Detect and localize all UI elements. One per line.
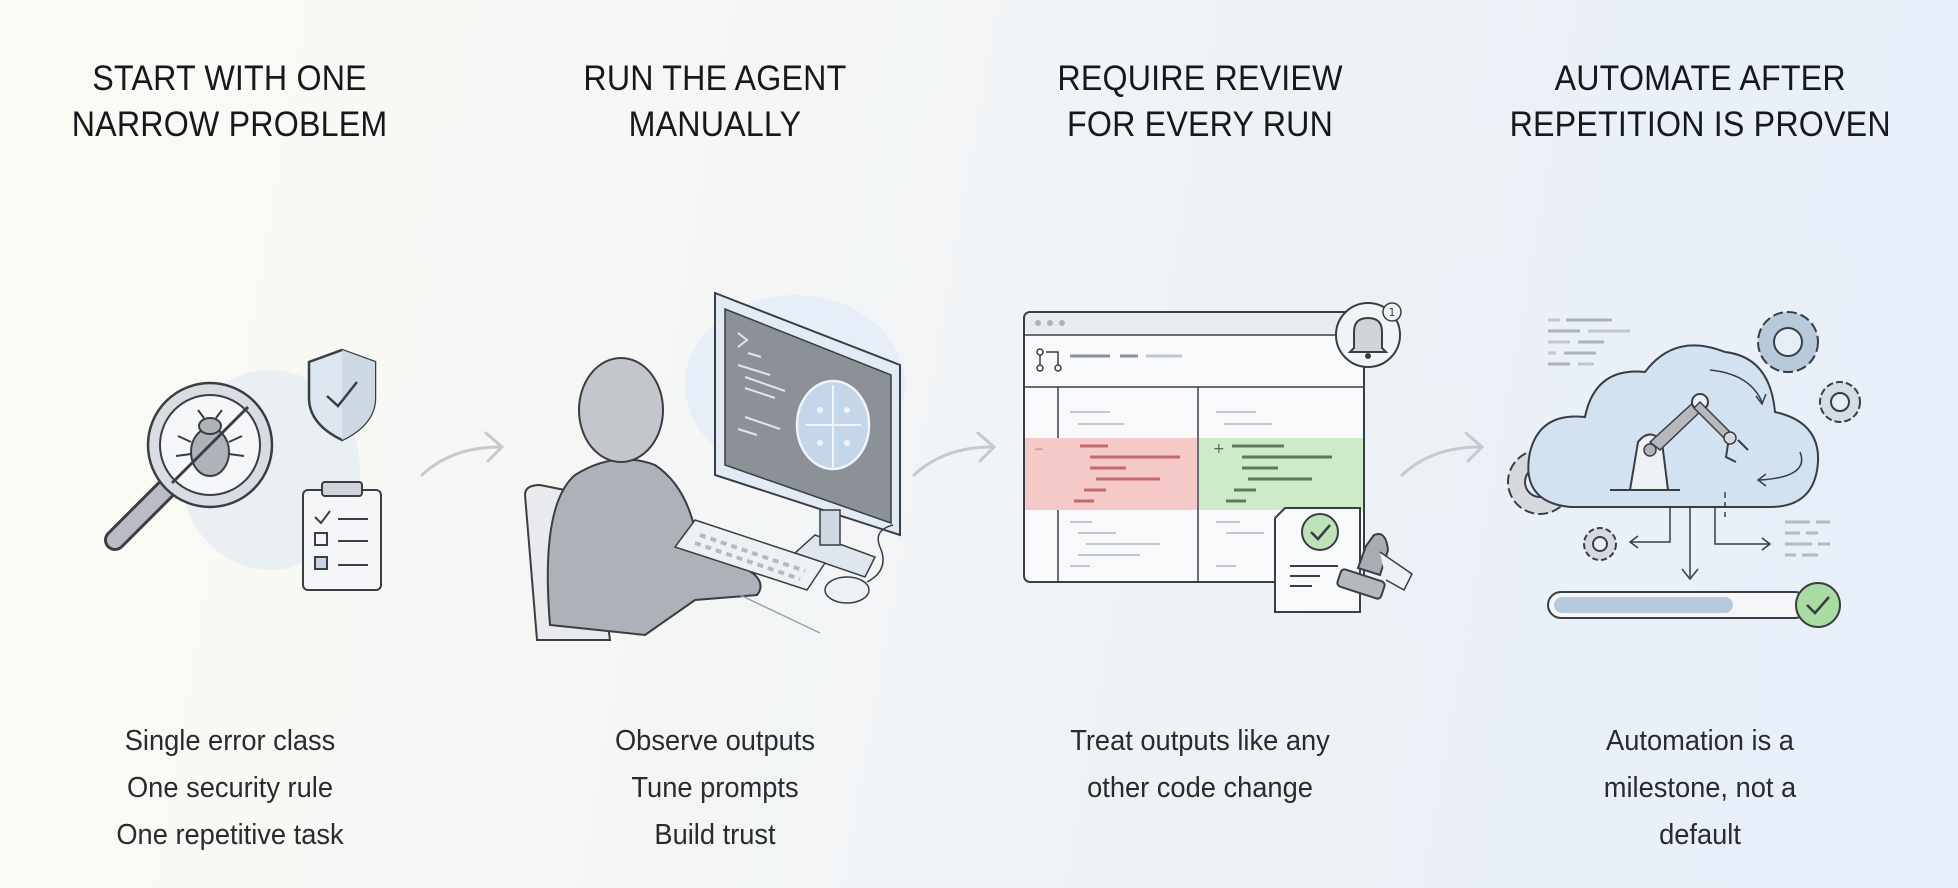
arrow-right-icon bbox=[418, 425, 508, 490]
step-4-description-line-2: milestone, not a bbox=[1603, 772, 1797, 804]
step-1-illustration bbox=[70, 320, 410, 605]
step-4-description: Automation is a milestone, not a default bbox=[1503, 718, 1898, 859]
step-4-title-line-2: REPETITION IS PROVEN bbox=[1509, 105, 1891, 144]
keyboard-icon bbox=[673, 519, 827, 591]
progress-fill bbox=[1554, 597, 1733, 613]
step-2-description: Observe outputs Tune prompts Build trust bbox=[527, 718, 903, 859]
svg-text:−: − bbox=[1034, 442, 1044, 456]
step-1: START WITH ONE NARROW PROBLEM bbox=[30, 0, 430, 888]
step-4: AUTOMATE AFTER REPETITION IS PROVEN bbox=[1490, 0, 1910, 888]
step-4-illustration bbox=[1500, 292, 1900, 637]
shield-check-icon bbox=[307, 348, 377, 442]
text-lines-icon bbox=[1548, 318, 1630, 366]
step-1-title: START WITH ONE NARROW PROBLEM bbox=[72, 56, 388, 156]
step-3: REQUIRE REVIEW FOR EVERY RUN bbox=[1000, 0, 1413, 888]
step-3-title-line-1: REQUIRE REVIEW bbox=[1057, 59, 1343, 98]
step-3-title: REQUIRE REVIEW FOR EVERY RUN bbox=[1057, 56, 1342, 156]
step-2-description-line-3: Build trust bbox=[654, 819, 776, 851]
step-2-illustration bbox=[495, 285, 935, 650]
step-1-title-line-1: START WITH ONE bbox=[92, 59, 368, 98]
brain-circuit-icon bbox=[795, 379, 871, 471]
step-1-title-line-2: NARROW PROBLEM bbox=[72, 105, 388, 144]
step-4-description-line-1: Automation is a bbox=[1606, 725, 1794, 757]
step-1-description: Single error class One security rule One… bbox=[42, 718, 418, 859]
step-2-description-line-1: Observe outputs bbox=[614, 725, 816, 757]
notification-count-badge: 1 bbox=[1389, 306, 1396, 319]
step-3-illustration: − + bbox=[1020, 290, 1440, 625]
step-4-description-line-3: default bbox=[1659, 819, 1741, 851]
step-2-title: RUN THE AGENT MANUALLY bbox=[583, 56, 846, 156]
step-1-description-line-1: Single error class bbox=[124, 725, 336, 757]
step-3-description-line-2: other code change bbox=[1087, 772, 1313, 804]
step-3-description-line-1: Treat outputs like any bbox=[1070, 725, 1330, 757]
arrow-right-icon bbox=[1398, 425, 1488, 490]
clipboard-checklist-icon bbox=[302, 481, 382, 591]
step-1-description-line-2: One security rule bbox=[126, 772, 334, 804]
svg-text:+: + bbox=[1213, 441, 1225, 457]
step-2-title-line-1: RUN THE AGENT bbox=[583, 59, 847, 98]
cloud-robot-arm-icon bbox=[1527, 344, 1820, 508]
mouse-icon bbox=[824, 524, 894, 604]
magnifier-bug-icon bbox=[104, 381, 274, 551]
step-2-description-line-2: Tune prompts bbox=[631, 772, 799, 804]
arrow-right-icon bbox=[910, 425, 1000, 490]
step-4-title: AUTOMATE AFTER REPETITION IS PROVEN bbox=[1509, 56, 1890, 156]
pull-request-icon bbox=[1036, 348, 1062, 372]
step-2: RUN THE AGENT MANUALLY bbox=[515, 0, 915, 888]
progress-bar-complete-icon bbox=[1547, 582, 1841, 628]
approval-stamp-icon bbox=[1274, 507, 1413, 613]
step-3-description: Treat outputs like any other code change bbox=[1012, 718, 1388, 812]
step-1-description-line-3: One repetitive task bbox=[116, 819, 344, 851]
flow-arrows-icon bbox=[1628, 492, 1830, 581]
step-2-title-line-2: MANUALLY bbox=[628, 105, 802, 144]
step-3-title-line-2: FOR EVERY RUN bbox=[1066, 105, 1334, 144]
step-4-title-line-1: AUTOMATE AFTER bbox=[1554, 59, 1846, 98]
bell-notification-icon[interactable]: 1 bbox=[1335, 302, 1402, 368]
